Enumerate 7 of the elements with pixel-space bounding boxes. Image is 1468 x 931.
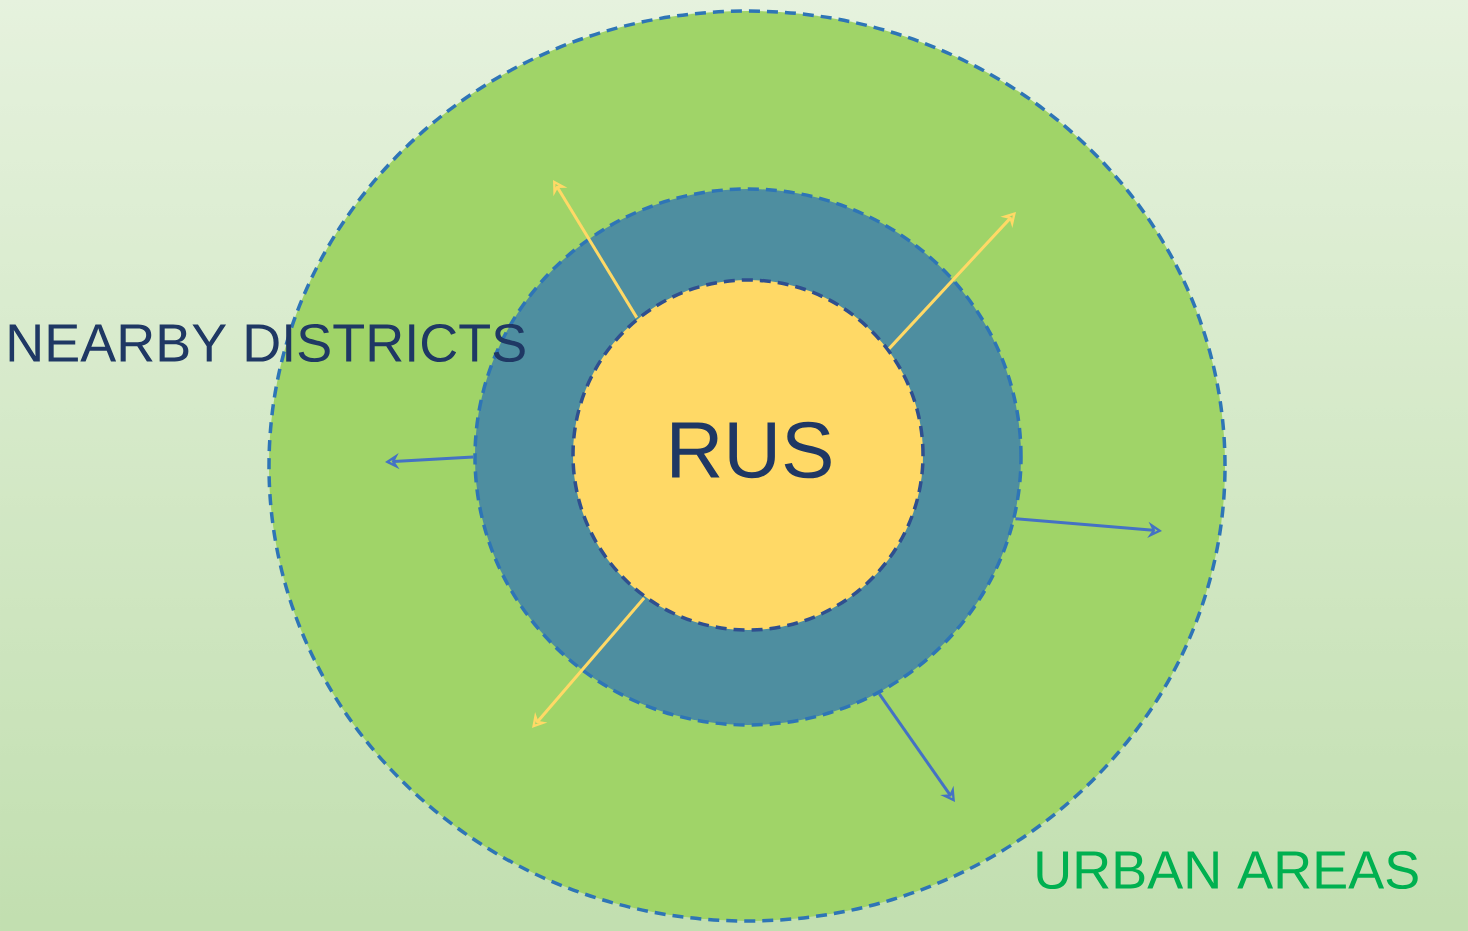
- arrow: [553, 180, 639, 319]
- arrow: [532, 597, 646, 728]
- arrow: [888, 212, 1016, 350]
- label: RUS: [672, 421, 831, 479]
- arrow: [878, 693, 955, 802]
- circle: [571, 278, 925, 632]
- label: URBAN AREAS: [1037, 850, 1418, 890]
